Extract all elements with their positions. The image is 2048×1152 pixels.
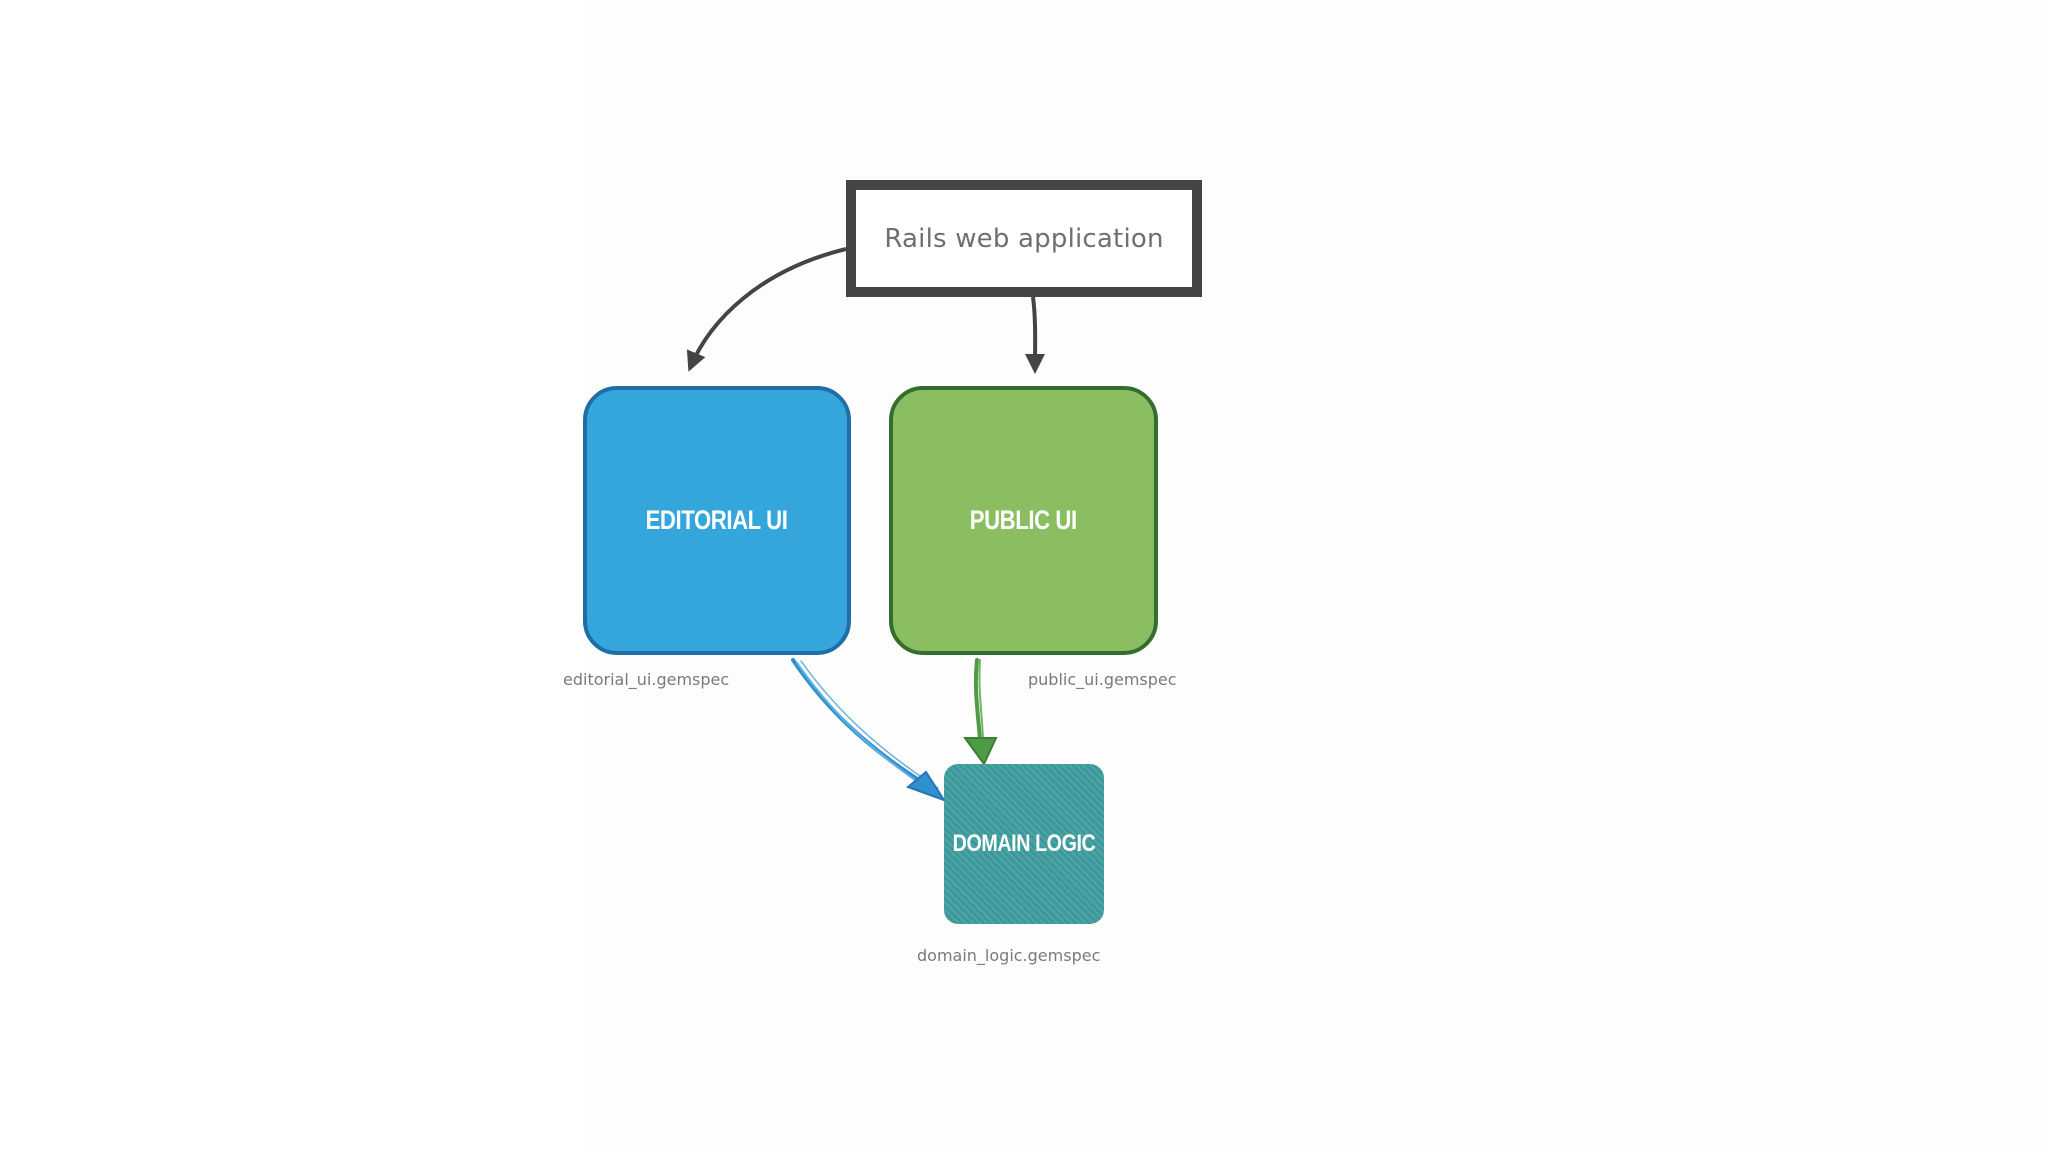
edge-rails-to-public (1025, 296, 1046, 374)
editorial-ui-node: EDITORIAL UI (583, 386, 851, 655)
public-ui-label: PUBLIC UI (969, 505, 1078, 535)
domain-logic-caption: domain_logic.gemspec (917, 946, 1101, 965)
rails-web-application-label: Rails web application (884, 223, 1164, 254)
domain-logic-label: DOMAIN LOGIC (952, 830, 1096, 857)
edge-rails-to-editorial (686, 247, 847, 372)
editorial-ui-caption: editorial_ui.gemspec (563, 670, 730, 689)
public-ui-node: PUBLIC UI (889, 386, 1158, 655)
edge-editorial-to-domain (791, 658, 947, 802)
domain-logic-node: DOMAIN LOGIC (944, 764, 1104, 924)
edge-public-to-domain (963, 658, 998, 766)
editorial-ui-label: EDITORIAL UI (646, 505, 788, 535)
public-ui-caption: public_ui.gemspec (1028, 670, 1177, 689)
rails-web-application-node: Rails web application (846, 180, 1202, 297)
